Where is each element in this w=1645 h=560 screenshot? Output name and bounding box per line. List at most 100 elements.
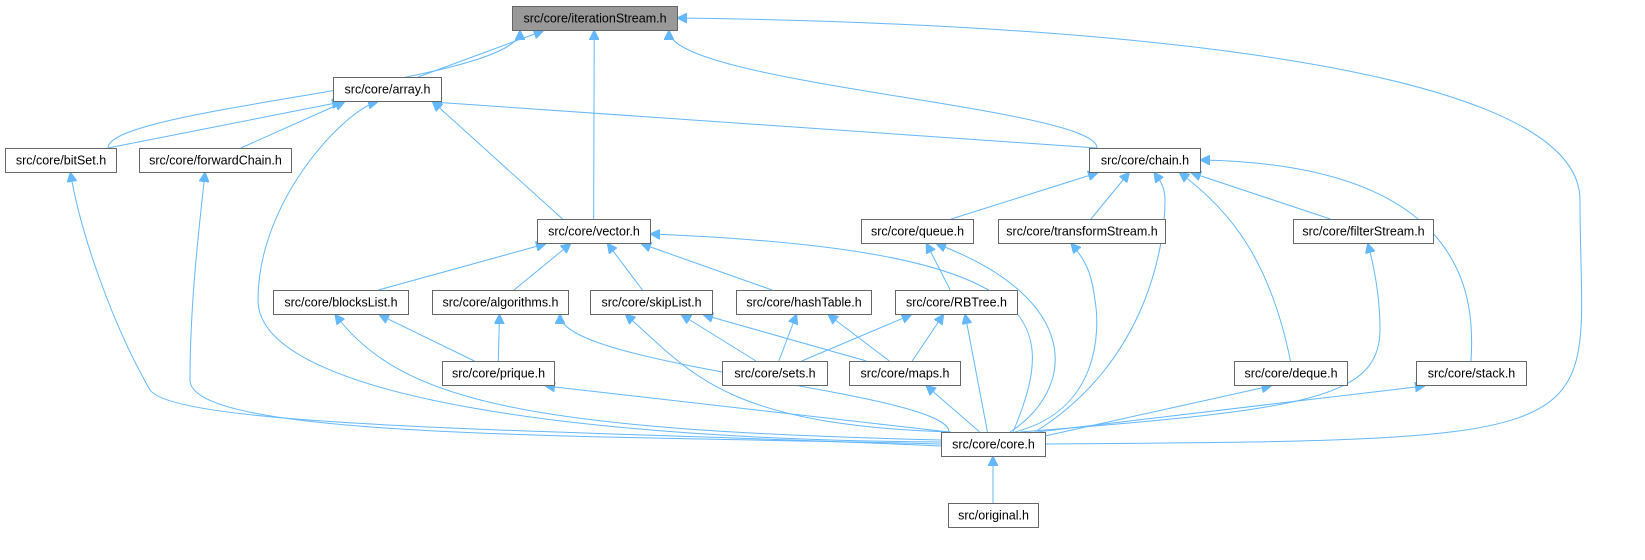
node-RBTree[interactable]: src/core/RBTree.h [895,290,1018,315]
node-label: src/core/blocksList.h [284,295,397,309]
node-box[interactable] [736,290,872,315]
node-filterStream[interactable]: src/core/filterStream.h [1293,219,1434,244]
edge-sets-to-hashTable [778,315,796,362]
node-box[interactable] [333,77,442,102]
edge-queue-to-chain [950,173,1097,220]
node-label: src/core/array.h [345,82,431,96]
node-vector[interactable]: src/core/vector.h [537,219,651,244]
node-box[interactable] [590,290,713,315]
node-label: src/original.h [958,508,1029,522]
node-label: src/core/RBTree.h [906,295,1007,309]
edge-core-to-prique [546,386,950,433]
node-stack[interactable]: src/core/stack.h [1416,361,1527,386]
node-box[interactable] [998,219,1166,244]
edge-core-to-bitSet [71,173,942,447]
node-label: src/core/sets.h [734,366,815,380]
edge-core-to-RBTree [965,315,988,433]
edge-bitSet-to-array [107,102,341,149]
node-chain[interactable]: src/core/chain.h [1089,148,1201,173]
node-label: src/core/queue.h [871,224,964,238]
node-label: src/core/chain.h [1101,153,1189,167]
node-label: src/core/prique.h [452,366,545,380]
node-maps[interactable]: src/core/maps.h [849,361,961,386]
node-label: src/core/iterationStream.h [523,11,666,25]
node-label: src/core/hashTable.h [746,295,861,309]
edge-chain-to-iterationStream [669,31,1098,149]
edge-RBTree-to-queue [927,244,951,291]
node-box[interactable] [861,219,974,244]
edge-prique-to-blocksList [380,315,475,362]
edge-core-to-queue [937,244,1056,433]
node-box[interactable] [1293,219,1434,244]
edge-core-to-blocksList [336,315,942,441]
edge-bitSet-to-iterationStream [107,31,520,149]
node-box[interactable] [273,290,409,315]
edge-maps-to-hashTable [829,315,890,362]
node-box[interactable] [1416,361,1527,386]
edge-maps-to-skipList [704,315,867,362]
edge-filterStream-to-chain [1192,173,1331,220]
node-box[interactable] [849,361,961,386]
node-box[interactable] [948,503,1039,528]
node-label: src/core/forwardChain.h [149,153,282,167]
node-box[interactable] [722,361,828,386]
node-box[interactable] [895,290,1018,315]
node-label: src/core/skipList.h [601,295,701,309]
edge-core-to-filterStream [1019,244,1381,433]
edge-transformStream-to-chain [1090,173,1129,220]
node-original[interactable]: src/original.h [948,503,1039,528]
node-deque[interactable]: src/core/deque.h [1234,361,1348,386]
node-label: src/core/filterStream.h [1302,224,1424,238]
node-blocksList[interactable]: src/core/blocksList.h [273,290,409,315]
edge-core-to-forwardChain [189,173,942,445]
node-label: src/core/maps.h [861,366,950,380]
node-box[interactable] [442,361,555,386]
node-forwardChain[interactable]: src/core/forwardChain.h [139,148,292,173]
node-label: src/core/deque.h [1244,366,1337,380]
edge-skipList-to-vector [608,244,643,291]
edge-vector-to-array [433,102,563,220]
edge-deque-to-chain [1180,173,1291,362]
node-label: src/core/stack.h [1428,366,1516,380]
node-bitSet[interactable]: src/core/bitSet.h [5,148,117,173]
node-label: src/core/algorithms.h [442,295,558,309]
node-prique[interactable]: src/core/prique.h [442,361,555,386]
node-box[interactable] [941,432,1046,457]
edge-core-to-maps [927,386,981,433]
node-algorithms[interactable]: src/core/algorithms.h [432,290,569,315]
node-box[interactable] [1234,361,1348,386]
edge-sets-to-RBTree [801,315,911,362]
node-transformStream[interactable]: src/core/transformStream.h [998,219,1166,244]
edge-core-to-stack [1036,386,1424,433]
node-label: src/core/transformStream.h [1006,224,1157,238]
edges-layer [71,18,1583,503]
node-label: src/core/vector.h [548,224,640,238]
edge-vector-to-iterationStream [594,31,595,220]
node-box[interactable] [139,148,292,173]
edge-core-to-vector [651,234,1033,433]
node-array[interactable]: src/core/array.h [333,77,442,102]
edge-maps-to-RBTree [911,315,943,362]
node-box[interactable] [1089,148,1201,173]
edge-core-to-iterationStream [678,18,1583,445]
nodes-layer: src/core/iterationStream.h src/core/array… [5,6,1527,528]
edge-chain-to-array [433,102,1098,149]
edge-sets-to-skipList [682,315,757,362]
node-sets[interactable]: src/core/sets.h [722,361,828,386]
node-iterationStream[interactable]: src/core/iterationStream.h [512,6,678,31]
node-queue[interactable]: src/core/queue.h [861,219,974,244]
edge-core-to-array [257,102,942,443]
edge-blocksList-to-vector [378,244,545,291]
node-box[interactable] [537,219,651,244]
edge-prique-to-algorithms [498,315,499,362]
node-box[interactable] [512,6,678,31]
edge-core-to-skipList [626,315,952,433]
node-box[interactable] [5,148,117,173]
node-hashTable[interactable]: src/core/hashTable.h [736,290,872,315]
node-label: src/core/core.h [952,437,1035,451]
node-box[interactable] [432,290,569,315]
node-label: src/core/bitSet.h [16,153,106,167]
node-skipList[interactable]: src/core/skipList.h [590,290,713,315]
node-core[interactable]: src/core/core.h [941,432,1046,457]
